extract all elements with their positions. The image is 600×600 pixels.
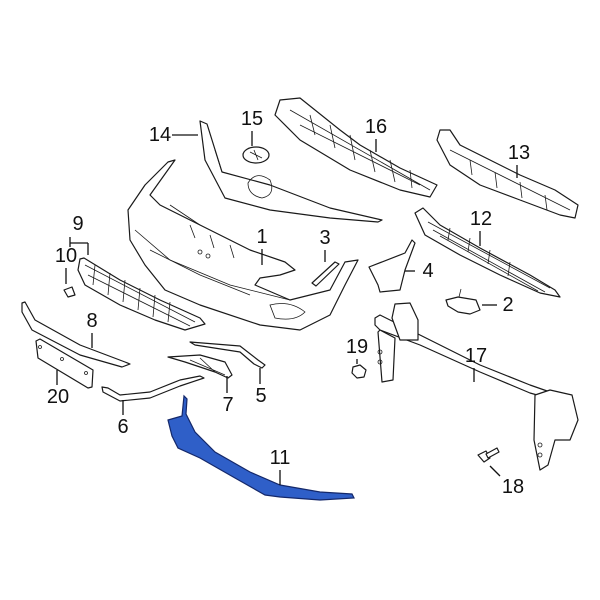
leader-lines	[56, 131, 518, 485]
callout-7: 7	[222, 394, 234, 416]
part-4-bracket[interactable]	[368, 239, 416, 293]
callout-14: 14	[148, 124, 172, 146]
callout-20: 20	[46, 386, 70, 408]
callout-19: 19	[345, 336, 369, 358]
part-3-molding[interactable]	[311, 261, 340, 287]
part-13-lower-absorber[interactable]	[436, 129, 579, 219]
callout-6: 6	[117, 416, 129, 438]
callout-18: 18	[501, 476, 525, 498]
callout-13: 13	[507, 142, 531, 164]
part-10-clip[interactable]	[63, 286, 76, 298]
part-8-lower-molding[interactable]	[21, 301, 131, 368]
part-11-lower-spoiler[interactable]	[167, 394, 355, 501]
callout-16: 16	[364, 116, 388, 138]
callout-5: 5	[255, 385, 267, 407]
part-12-lower-grille[interactable]	[414, 207, 561, 298]
part-1-bumper-cover[interactable]	[127, 159, 359, 331]
part-14-upper-trim[interactable]	[199, 120, 383, 223]
part-18-bolt[interactable]	[477, 447, 500, 463]
part-20-license-bracket[interactable]	[35, 338, 94, 389]
part-9-grille[interactable]	[77, 257, 206, 331]
callout-1: 1	[256, 226, 268, 248]
callout-8: 8	[86, 310, 98, 332]
callout-9: 9	[72, 213, 84, 235]
part-17-reinforcement-bar[interactable]	[374, 302, 579, 471]
callout-3: 3	[319, 227, 331, 249]
callout-2: 2	[502, 294, 514, 316]
part-2-mount-bracket[interactable]	[445, 288, 481, 315]
callout-4: 4	[422, 260, 434, 282]
callout-12: 12	[469, 208, 493, 230]
part-16-upper-absorber[interactable]	[274, 97, 438, 198]
part-6-trim-strip[interactable]	[101, 375, 205, 402]
callout-15: 15	[240, 108, 264, 130]
part-15-emblem[interactable]	[242, 146, 270, 164]
callout-17: 17	[464, 345, 488, 367]
callout-11: 11	[269, 447, 291, 469]
part-5-fog-trim[interactable]	[189, 341, 266, 369]
part-7-fog-cover[interactable]	[167, 354, 233, 379]
callout-10: 10	[54, 245, 78, 267]
part-19-nut[interactable]	[351, 364, 367, 379]
